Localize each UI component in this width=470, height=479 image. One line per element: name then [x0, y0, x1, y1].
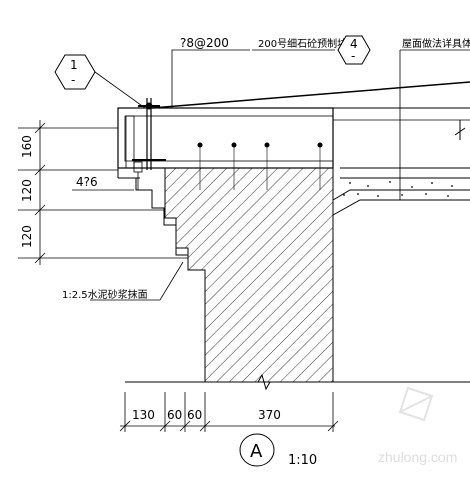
roof-note-label: 屋面做法详具体工程 — [402, 37, 470, 50]
detail-callout-4-number: 4 — [350, 37, 358, 51]
rebar-left-label: 4?6 — [76, 175, 98, 189]
concrete-speckle — [343, 181, 453, 197]
dim-h-370: 370 — [258, 408, 281, 422]
rebar-top-label: ?8@200 — [180, 36, 229, 50]
dim-h-60b: 60 — [187, 408, 202, 422]
dim-v-120a: 120 — [20, 179, 34, 202]
detail-callout-4: 4 - — [337, 35, 371, 65]
hatched-wall — [164, 167, 334, 383]
dim-v-120b: 120 — [20, 225, 34, 248]
dim-h-130: 130 — [132, 408, 155, 422]
section-mark: A — [239, 433, 275, 467]
section-mark-letter: A — [250, 441, 263, 462]
vertical-dimensions — [18, 120, 188, 265]
plaster-label: 1:2.5水泥砂浆抹面 — [62, 288, 148, 301]
watermark: zhulong.com — [378, 386, 457, 465]
detail-callout-1-sub: - — [71, 73, 75, 87]
leader-lines — [72, 49, 470, 301]
rebar-detail-left — [133, 161, 143, 190]
dim-v-160: 160 — [20, 135, 34, 158]
break-line — [125, 373, 470, 391]
coping-block — [117, 107, 334, 179]
detail-callout-1-number: 1 — [70, 58, 78, 72]
slab-label: 200号细石砼预制块 — [258, 37, 347, 50]
roof-slab — [151, 81, 470, 216]
anchor-bolt — [132, 98, 166, 170]
plaster-edge — [135, 178, 189, 270]
rebar-dots — [197, 142, 323, 190]
watermark-logo-icon — [398, 386, 434, 422]
dim-h-60a: 60 — [167, 408, 182, 422]
watermark-text: zhulong.com — [378, 449, 457, 465]
detail-callout-1: 1 - — [54, 54, 96, 90]
detail-callout-4-sub: - — [351, 49, 355, 63]
scale-label: 1:10 — [288, 453, 317, 468]
horizontal-dimensions — [119, 392, 339, 432]
